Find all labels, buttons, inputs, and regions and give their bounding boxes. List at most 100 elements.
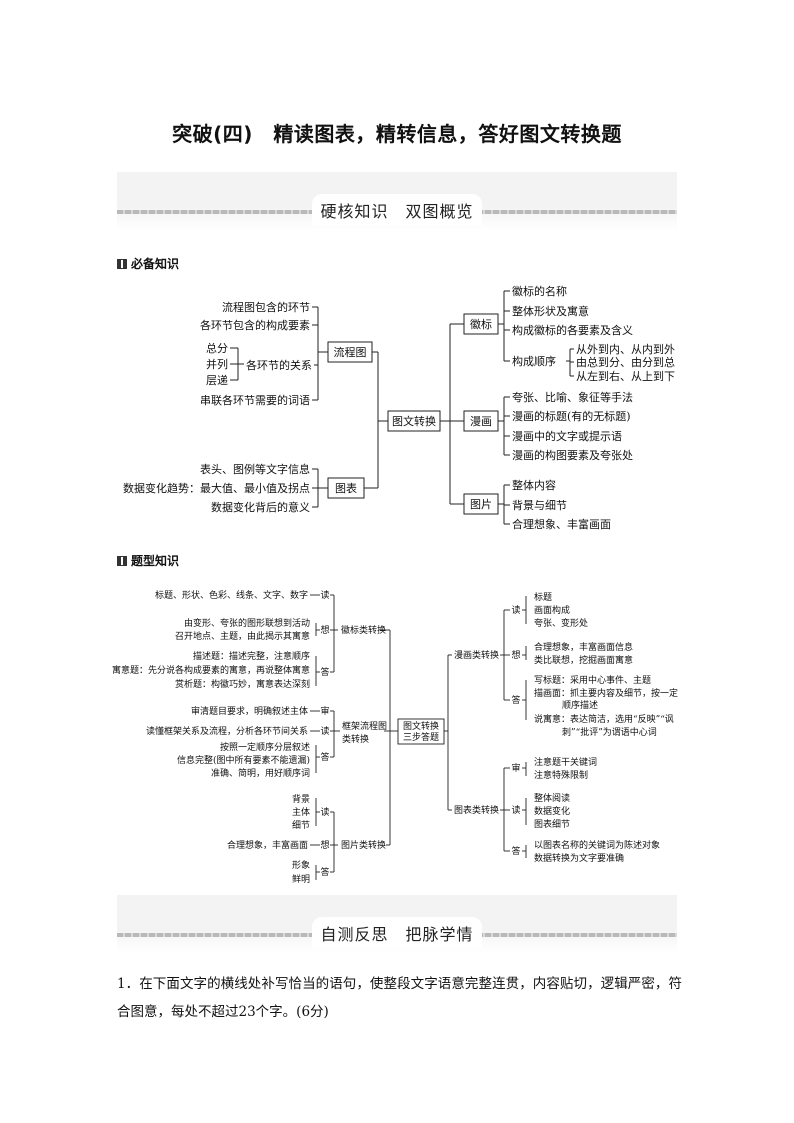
step-answer: 答	[320, 866, 329, 878]
cartoon-item: 漫画中的文字或提示语	[512, 429, 622, 443]
cartoon-item: 夸张、比喻、象征等手法	[512, 390, 633, 404]
section-label-text: 必备知识	[131, 257, 180, 271]
chart-type-node: 图表类转换	[454, 804, 499, 816]
step-text: 标题	[534, 591, 552, 603]
picture-item: 整体内容	[512, 478, 556, 492]
step-text: 图表细节	[534, 818, 570, 830]
step-review: 审	[320, 705, 329, 717]
step-read: 读	[320, 589, 329, 601]
step-text: 读懂框架关系及流程，分析各环节间关系	[146, 725, 308, 737]
banner-title: 自测反思 把脉学情	[320, 925, 474, 944]
chart-node: 图表	[335, 481, 357, 495]
step-read: 读	[320, 806, 329, 818]
logo-item: 整体形状及寓意	[512, 304, 589, 318]
step-read: 读	[320, 725, 329, 737]
picture-item: 背景与细节	[512, 498, 567, 512]
picture-type-node: 图片类转换	[341, 839, 386, 851]
step-text: 赏析题：构徽巧妙，寓意表达深刻	[175, 678, 310, 690]
step-text: 形象	[292, 859, 310, 871]
flowchart-item: 流程图包含的环节	[222, 300, 310, 314]
logo-item: 构成徽标的各要素及含义	[512, 323, 633, 337]
chart-item: 表头、图例等文字信息	[200, 462, 310, 476]
chart-item: 数据变化背后的意义	[211, 500, 310, 514]
page-title: 突破(四) 精读图表，精转信息，答好图文转换题	[172, 122, 622, 146]
flowchart-item: 串联各环节需要的词语	[200, 393, 310, 407]
logo-node: 徽标	[470, 317, 492, 331]
banner-title: 硬核知识 双图概览	[320, 202, 474, 221]
step-text: 信息完整(图中所有要素不能遗漏)	[177, 754, 310, 766]
banner-tab: 硬核知识 双图概览	[312, 194, 482, 226]
flowchart-item: 各环节的关系	[246, 358, 312, 372]
section-label-types: 题型知识	[117, 552, 179, 569]
center-node-line2: 三步答题	[403, 731, 439, 743]
step-text: 说寓意：表达简洁，选用“反映”“讽	[534, 713, 674, 725]
logo-item: 构成顺序	[512, 354, 556, 368]
step-text: 写标题：采用中心事件、主题	[534, 674, 651, 686]
step-text: 细节	[292, 819, 310, 831]
relation-type: 总分	[206, 341, 228, 355]
section-marker-icon	[117, 258, 127, 269]
step-text: 顺序描述	[562, 699, 598, 711]
step-think: 想	[320, 624, 329, 636]
step-text: 描画面：抓主要内容及细节，按一定	[534, 687, 678, 699]
step-text: 准确、简明，用好顺序词	[211, 767, 310, 779]
step-text: 夸张、变形处	[534, 617, 588, 629]
step-read: 读	[511, 804, 520, 816]
order-type: 由总到分、由分到总	[576, 355, 675, 369]
center-node-line1: 图文转换	[403, 720, 439, 732]
step-answer: 答	[320, 666, 329, 678]
step-think: 想	[511, 649, 520, 661]
step-text: 数据变化	[534, 805, 570, 817]
question-1: 1．在下面文字的横线处补写恰当的语句，使整段文字语意完整连贯，内容贴切，逻辑严密…	[117, 976, 682, 1020]
step-think: 想	[320, 839, 329, 851]
step-text: 数据转换为文字要准确	[534, 852, 624, 864]
step-text: 画面构成	[534, 604, 570, 616]
relation-type: 层递	[206, 373, 228, 387]
flowchart-item: 各环节包含的构成要素	[200, 318, 310, 332]
section-banner-knowledge: 硬核知识 双图概览	[117, 172, 677, 230]
step-text: 按照一定顺序分层叙述	[220, 741, 310, 753]
chart-item: 数据变化趋势：最大值、最小值及拐点	[123, 481, 310, 495]
flowchart-node: 流程图	[334, 345, 367, 359]
picture-item: 合理想象、丰富画面	[512, 517, 611, 531]
logo-item: 徽标的名称	[512, 284, 567, 298]
center-node: 图文转换	[392, 414, 436, 428]
section-marker-icon	[117, 555, 127, 566]
framework-type-node-line1: 框架流程图	[342, 720, 387, 732]
step-answer: 答	[511, 694, 520, 706]
step-answer: 答	[320, 751, 329, 763]
step-text: 背景	[292, 793, 310, 805]
cartoon-item: 漫画的构图要素及夸张处	[512, 448, 633, 462]
cartoon-type-node: 漫画类转换	[454, 649, 499, 661]
step-text: 以图表名称的关键词为陈述对象	[534, 839, 660, 851]
order-type: 从左到右、从上到下	[576, 369, 675, 383]
step-text: 注意题干关键词	[534, 756, 597, 768]
cartoon-node: 漫画	[470, 414, 492, 428]
relation-type: 并列	[206, 357, 228, 371]
step-text: 主体	[292, 806, 310, 818]
order-type: 从外到内、从内到外	[576, 342, 675, 356]
step-text: 审清题目要求，明确叙述主体	[191, 705, 308, 717]
step-text: 合理想象，丰富画面信息	[534, 641, 633, 653]
step-text: 描述题：描述完整，注意顺序	[193, 650, 310, 662]
step-text: 类比联想，挖掘画面寓意	[534, 654, 633, 666]
framework-type-node-line2: 类转换	[342, 733, 369, 745]
step-text: 刺”“批评”为谓语中心词	[562, 726, 657, 738]
step-text: 合理想象，丰富画面	[227, 839, 308, 851]
step-read: 读	[511, 604, 520, 616]
logo-type-node: 徽标类转换	[341, 624, 386, 636]
step-text: 召开地点、主题，由此揭示其寓意	[175, 630, 310, 642]
section-label-text: 题型知识	[131, 554, 180, 568]
step-text: 寓意题：先分说各构成要素的寓意，再说整体寓意	[112, 664, 310, 676]
step-text: 注意特殊限制	[534, 769, 588, 781]
step-text: 鲜明	[292, 873, 310, 885]
section-banner-selftest: 自测反思 把脉学情	[117, 895, 677, 953]
banner-tab: 自测反思 把脉学情	[312, 917, 482, 949]
step-answer: 答	[511, 845, 520, 857]
picture-node: 图片	[470, 498, 492, 511]
section-label-essential: 必备知识	[117, 255, 179, 272]
step-text: 标题、形状、色彩、线条、文字、数字	[155, 589, 308, 601]
step-review: 审	[511, 762, 520, 774]
